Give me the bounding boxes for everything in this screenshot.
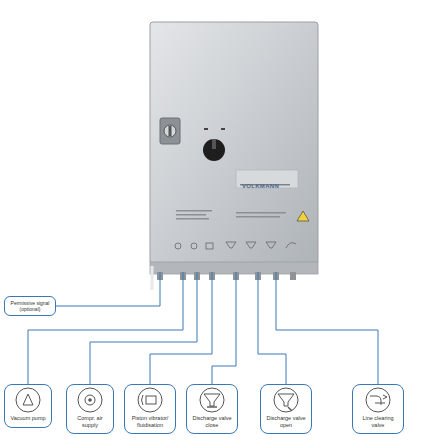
- cable-gland: [290, 272, 296, 280]
- valve-open-icon: [288, 407, 292, 411]
- valve-close-icon: [204, 394, 220, 406]
- valve-close-icon: [207, 406, 217, 407]
- pump-icon: [23, 394, 33, 405]
- panel-symbol: [226, 242, 236, 248]
- wire-connector: [258, 272, 286, 384]
- key-slot: [169, 126, 172, 136]
- output-box: Discharge valve open: [260, 384, 312, 434]
- node-label: Discharge valve close: [190, 415, 234, 428]
- nameplate: [236, 170, 298, 188]
- node-label: Line clearing valve: [356, 415, 400, 428]
- air-icon: [88, 398, 92, 402]
- plate-text-line: [176, 214, 206, 216]
- air-icon: [78, 388, 102, 412]
- wire-connector: [90, 272, 197, 384]
- vibrator-icon: [142, 395, 144, 405]
- output-box: Vacuum pump: [4, 384, 52, 428]
- pump-icon: [16, 388, 40, 412]
- output-box: Piston vibrator/ fluidisation: [124, 384, 176, 434]
- wire-connector: [150, 272, 212, 384]
- node-label: VOLKMANN: [242, 183, 279, 189]
- line-clearing-icon: [370, 396, 385, 405]
- panel-symbol: [246, 242, 256, 248]
- panel-symbol: [286, 243, 296, 248]
- node-label: Discharge valve open: [264, 415, 308, 428]
- line-clearing-icon: [366, 388, 390, 412]
- output-box: Compr. air supply: [66, 384, 114, 434]
- wire-connector: [212, 272, 236, 384]
- plate-text-line: [236, 216, 280, 218]
- wire-connector: [56, 272, 160, 306]
- valve-open-icon: [278, 394, 294, 406]
- signal-box: Permissive signal (optional): [4, 296, 56, 316]
- output-box: Line clearing valve: [352, 384, 404, 434]
- cable: [151, 266, 154, 290]
- rotary-knob: [203, 139, 225, 161]
- switch-mark: [204, 128, 208, 130]
- plate-text-line: [176, 218, 209, 220]
- control-cabinet: VOLKMANN: [150, 22, 318, 272]
- node-label: Compr. air supply: [70, 415, 110, 428]
- line-clearing-icon: [383, 395, 387, 399]
- wire-connector: [276, 272, 378, 384]
- plate-text-line: [236, 212, 286, 214]
- valve-close-icon: [200, 388, 224, 412]
- panel-symbol: [175, 243, 181, 249]
- node-label: Vacuum pump: [8, 415, 48, 422]
- valve-open-icon: [274, 388, 298, 412]
- warning-sign: [297, 211, 309, 221]
- plate-text-line: [176, 210, 212, 212]
- cabinet-body: [150, 22, 318, 264]
- node-label: Piston vibrator/ fluidisation: [128, 415, 172, 428]
- air-icon: [85, 395, 95, 405]
- key-switch-plate: [160, 118, 180, 144]
- vibrator-icon: [146, 396, 156, 404]
- panel-symbol: [206, 243, 213, 249]
- knob-pointer: [212, 139, 216, 149]
- switch-mark: [221, 128, 225, 130]
- wire-connector: [28, 272, 183, 384]
- panel-symbol: [191, 243, 197, 249]
- key-switch: [164, 125, 176, 137]
- panel-symbol: [266, 242, 276, 248]
- vibrator-icon: [138, 388, 162, 412]
- node-label: Permissive signal (optional): [8, 300, 52, 312]
- output-box: Discharge valve close: [186, 384, 238, 434]
